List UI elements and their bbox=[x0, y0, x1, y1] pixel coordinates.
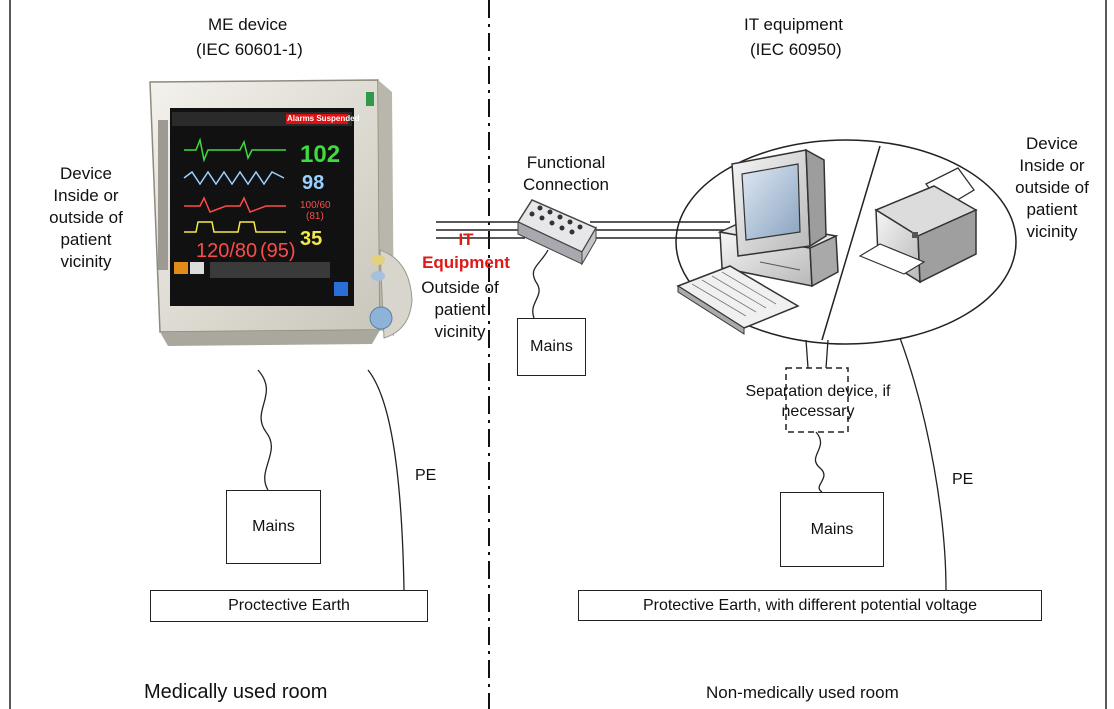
switch-mains-box: Mains bbox=[517, 318, 586, 376]
functional-line-2: Connection bbox=[522, 175, 609, 194]
right-device-note: Device Inside or outside of patient vici… bbox=[1004, 133, 1100, 243]
left-pe-line bbox=[367, 369, 405, 591]
right-mains-cord bbox=[814, 431, 825, 493]
left-mains-box: Mains bbox=[226, 490, 321, 564]
functional-connection-lines bbox=[436, 221, 730, 239]
monitor-spo2-value: 98 bbox=[302, 172, 325, 194]
monitor-abp-mean: (95) bbox=[260, 240, 296, 262]
right-protective-earth-bar: Protective Earth, with different potenti… bbox=[578, 590, 1042, 621]
patient-monitor-icon bbox=[149, 79, 413, 346]
right-note-line-4: patient bbox=[1026, 200, 1078, 219]
medical-room-label: Medically used room bbox=[144, 681, 328, 703]
functional-line-1: Functional bbox=[526, 153, 606, 172]
computer-icon bbox=[676, 148, 839, 335]
it-label-line-2: Equipment bbox=[422, 253, 510, 272]
it-equipment-label: IT Equipment bbox=[404, 228, 528, 274]
monitor-resp-value: 35 bbox=[300, 228, 323, 250]
functional-connection-label: Functional Connection bbox=[508, 152, 624, 196]
right-pe-label: PE bbox=[952, 471, 974, 488]
switch-power-cord bbox=[532, 249, 549, 319]
monitor-nbp-value: 100/60 bbox=[300, 200, 331, 211]
right-note-line-2: Inside or bbox=[1019, 156, 1085, 175]
right-mains-box: Mains bbox=[780, 492, 884, 567]
ellipse-divider-line bbox=[821, 145, 881, 341]
separation-upper-cord-2 bbox=[825, 339, 829, 369]
right-note-line-1: Device bbox=[1026, 134, 1078, 153]
monitor-abp-value: 120/80 bbox=[196, 240, 258, 262]
right-note-line-3: outside of bbox=[1015, 178, 1089, 197]
separation-upper-cord bbox=[805, 339, 809, 369]
monitor-nbp-mean: (81) bbox=[306, 211, 324, 222]
network-switch-icon bbox=[516, 199, 598, 266]
left-note-line-2: Inside or bbox=[53, 186, 119, 205]
left-device-note: Device Inside or outside of patient vici… bbox=[38, 163, 134, 273]
outside-note-line-2: patient bbox=[434, 300, 486, 319]
separation-device-label: Separation device, if necessary bbox=[728, 382, 908, 422]
me-device-standard: (IEC 60601-1) bbox=[196, 40, 303, 59]
it-equipment-ellipse bbox=[675, 139, 1017, 345]
separation-line-1: Separation device, if bbox=[745, 383, 891, 400]
monitor-hr-value: 102 bbox=[300, 141, 341, 168]
left-note-line-4: patient bbox=[60, 230, 112, 249]
it-label-line-1: IT bbox=[458, 230, 474, 249]
left-note-line-3: outside of bbox=[49, 208, 123, 227]
non-medical-room-label: Non-medically used room bbox=[706, 683, 899, 702]
right-pe-line bbox=[899, 337, 947, 591]
printer-icon bbox=[858, 167, 978, 284]
outside-note-line-1: Outside of bbox=[421, 278, 499, 297]
separation-line-2: necessary bbox=[781, 403, 855, 420]
left-mains-cord bbox=[257, 369, 272, 491]
right-note-line-5: vicinity bbox=[1026, 222, 1078, 241]
outside-vicinity-note: Outside of patient vicinity bbox=[412, 277, 508, 343]
left-protective-earth-bar: Proctective Earth bbox=[150, 590, 428, 622]
left-note-line-5: vicinity bbox=[60, 252, 112, 271]
me-device-title: ME device bbox=[208, 15, 288, 34]
left-pe-label: PE bbox=[415, 467, 437, 484]
left-note-line-1: Device bbox=[60, 164, 112, 183]
it-equipment-standard: (IEC 60950) bbox=[750, 40, 842, 59]
outside-note-line-3: vicinity bbox=[434, 322, 486, 341]
separation-device-box bbox=[785, 367, 849, 433]
it-equipment-title: IT equipment bbox=[744, 15, 843, 34]
monitor-alarm-label: Alarms Suspended bbox=[287, 114, 360, 123]
